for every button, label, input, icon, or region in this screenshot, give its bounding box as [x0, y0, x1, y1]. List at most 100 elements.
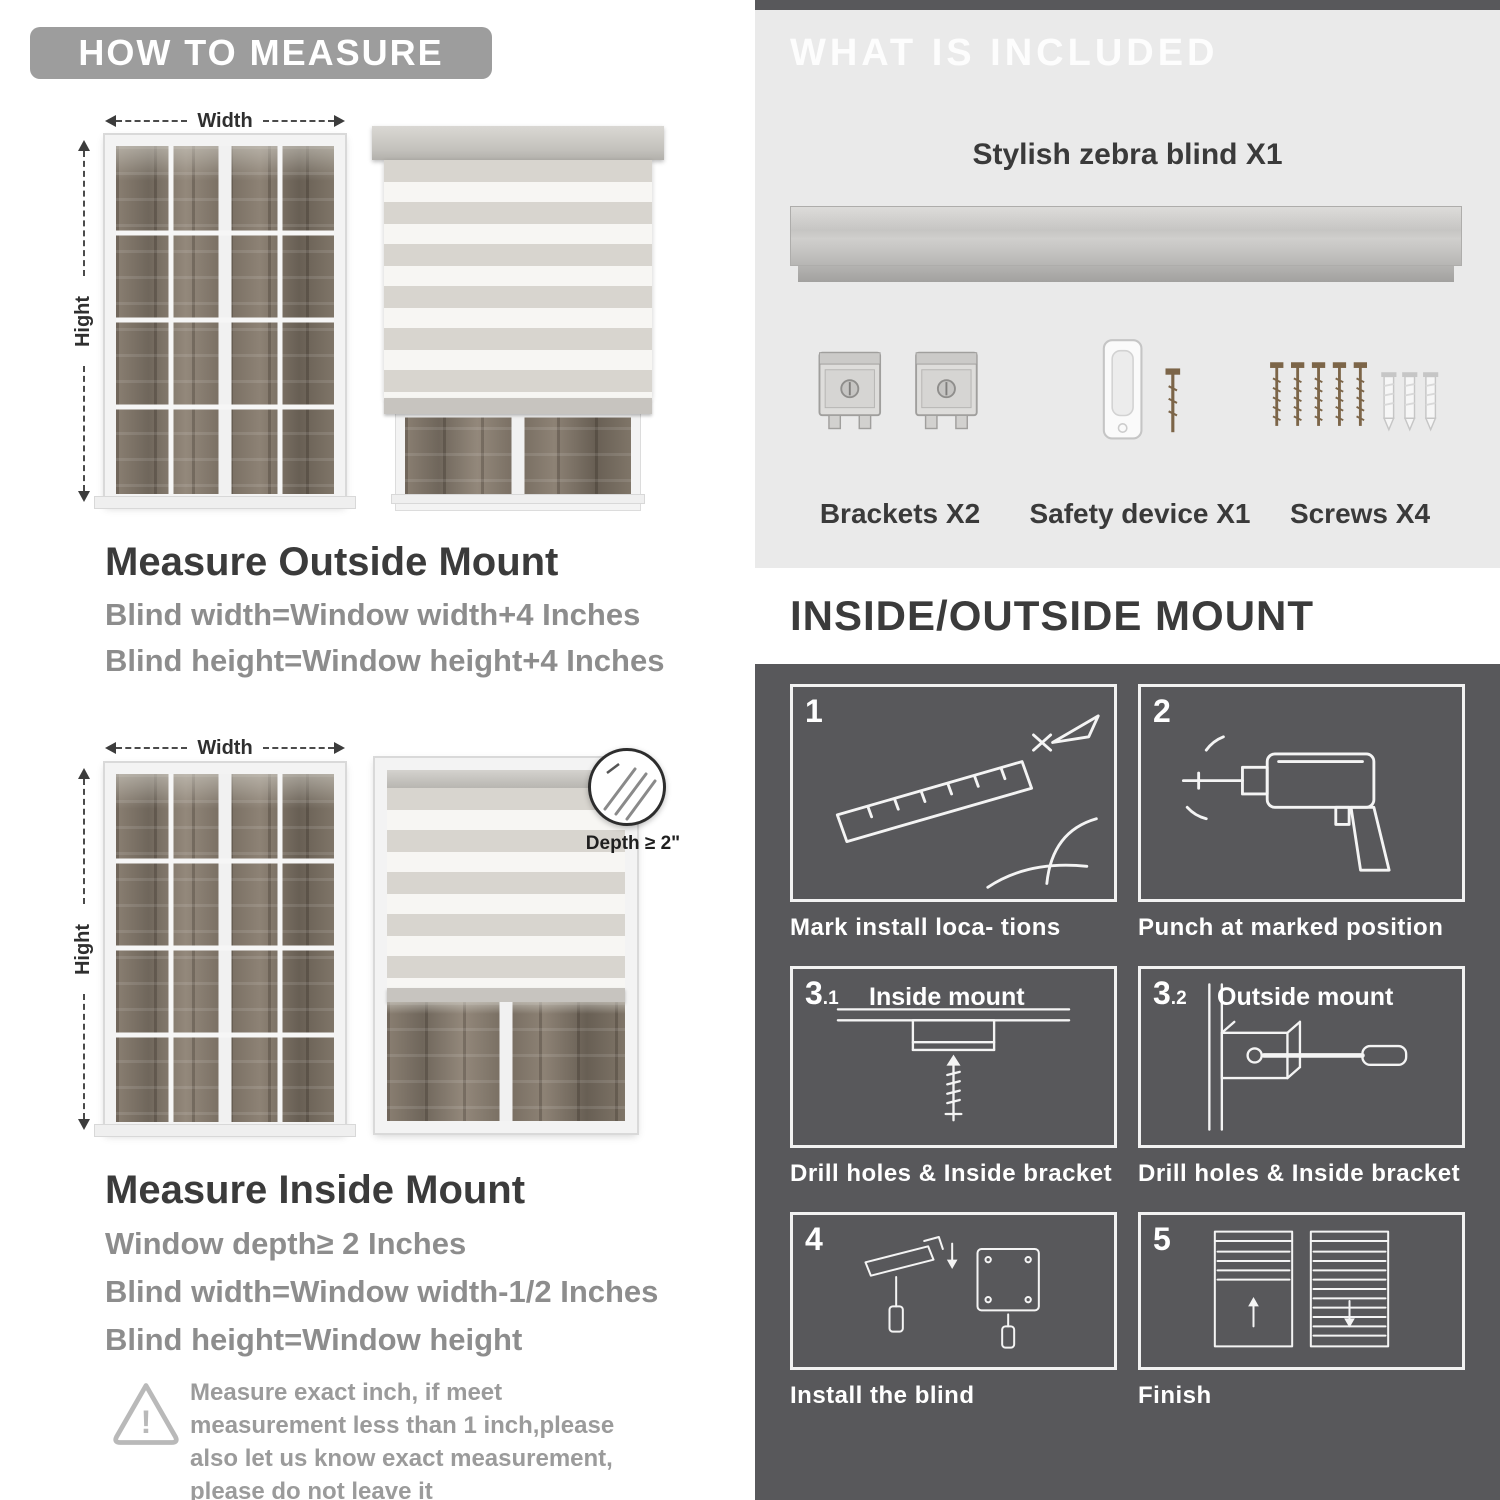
dashed-line	[83, 366, 85, 491]
arrow-head-left-icon	[105, 115, 116, 127]
window-illustration	[94, 761, 356, 1137]
width-label: Width	[197, 736, 253, 759]
warning-mark: !	[141, 1404, 152, 1440]
top-accent-bar	[755, 0, 1500, 10]
headrail-bottom-lip	[798, 266, 1454, 282]
outside-mount-line-1: Blind width=Window width+4 Inches	[105, 597, 641, 632]
height-arrow: Hight	[72, 768, 96, 1130]
step-3-1-box: 3.1 Inside mount	[790, 966, 1117, 1148]
inside-mount-blind-illustration	[373, 756, 639, 1135]
inside-mount-line-1: Window depth≥ 2 Inches	[105, 1226, 467, 1261]
dashed-line	[83, 779, 85, 904]
what-is-included-header: WHAT IS INCLUDED	[790, 32, 1219, 74]
step-1-number: 1	[805, 693, 823, 729]
dashed-line	[83, 994, 85, 1119]
step-4-caption: Install the blind	[790, 1382, 975, 1409]
step-2-illustration	[1181, 735, 1391, 872]
safety-device-label: Safety device X1	[1029, 498, 1251, 529]
window-illustration	[94, 133, 356, 509]
brackets-icon	[818, 351, 978, 430]
step-3-2-box: 3.2 Outside mount	[1138, 966, 1465, 1148]
outside-mount-blind-illustration	[372, 126, 664, 511]
step-1-caption: Mark install loca- tions	[790, 914, 1061, 941]
mount-steps-grid: 1	[790, 684, 1465, 1410]
step-4: 4	[790, 1212, 1117, 1410]
step-4-number: 4	[805, 1221, 823, 1257]
dashed-line	[262, 120, 335, 122]
step-5: 5	[1138, 1212, 1465, 1410]
window-mullion	[499, 1002, 513, 1121]
arrow-head-up-icon	[78, 768, 90, 779]
product-label: Stylish zebra blind X1	[972, 138, 1283, 171]
step-3-2-tag: Outside mount	[1217, 983, 1394, 1011]
height-label: Hight	[72, 923, 95, 975]
step-1: 1	[790, 684, 1117, 942]
step-3-1-caption: Drill holes & Inside bracket	[790, 1160, 1113, 1187]
window-sill	[94, 1124, 356, 1137]
window-muntin	[116, 858, 334, 864]
step-5-number: 5	[1153, 1221, 1171, 1257]
outside-mount-line-2: Blind height=Window height+4 Inches	[105, 643, 665, 678]
window-muntin	[116, 230, 334, 236]
blind-headrail	[387, 770, 625, 788]
arrow-head-right-icon	[334, 742, 346, 754]
warning-icon: !	[113, 1383, 179, 1445]
step-2-box: 2	[1138, 684, 1465, 902]
dashed-line	[116, 120, 188, 122]
window-muntin	[116, 317, 334, 323]
brackets-label: Brackets X2	[819, 498, 981, 529]
step-3-1-tag: Inside mount	[869, 983, 1025, 1011]
outside-mount-title: Measure Outside Mount	[105, 540, 559, 584]
width-arrow: Width	[105, 736, 346, 759]
inside-mount-line-2: Blind width=Window width-1/2 Inches	[105, 1274, 659, 1309]
step-3-1-illustration	[836, 1008, 1071, 1122]
inside-mount-line-3: Blind height=Window height	[105, 1322, 523, 1357]
dashed-line	[262, 747, 335, 749]
step-3-1: 3.1 Inside mount	[790, 966, 1117, 1188]
step-2: 2	[1138, 684, 1465, 942]
arrow-head-up-icon	[78, 140, 90, 151]
step-3-1-number: 3.1	[805, 975, 839, 1011]
step-3-2-caption: Drill holes & Inside bracket	[1138, 1160, 1461, 1187]
zebra-shade	[387, 788, 625, 988]
step-2-number: 2	[1153, 693, 1171, 729]
height-arrow: Hight	[72, 140, 96, 502]
step-3-2: 3.2 Outside mount	[1138, 966, 1465, 1188]
step-1-box: 1	[790, 684, 1117, 902]
arrow-head-right-icon	[334, 115, 346, 127]
window-sill	[94, 496, 356, 509]
dashed-line	[116, 747, 188, 749]
step-4-box: 4	[790, 1212, 1117, 1370]
window-muntin	[405, 412, 631, 418]
step-4-illustration	[864, 1236, 1040, 1349]
screws-label: Screws X4	[1289, 498, 1431, 529]
zebra-shade	[384, 160, 652, 398]
height-label: Hight	[72, 295, 95, 347]
height-label-box: Hight	[58, 904, 109, 994]
blind-bottom-rail	[384, 398, 652, 414]
step-5-caption: Finish	[1138, 1382, 1212, 1409]
arrow-head-down-icon	[78, 1119, 90, 1130]
inside-mount-blind-inner	[387, 770, 625, 1121]
window-photo	[387, 1002, 625, 1121]
height-label-box: Hight	[58, 276, 109, 366]
depth-callout-label: Depth ≥ 2"	[585, 833, 681, 854]
depth-callout-circle	[588, 748, 666, 826]
arrow-head-left-icon	[105, 742, 116, 754]
window-sill	[391, 494, 645, 504]
width-arrow: Width	[105, 110, 346, 132]
step-2-caption: Punch at marked position	[1138, 914, 1444, 941]
blind-headrail	[372, 126, 664, 160]
window-muntin	[116, 945, 334, 951]
warning-text: Measure exact inch, if meet measurement …	[190, 1379, 615, 1500]
arrow-head-down-icon	[78, 491, 90, 502]
dashed-line	[83, 151, 85, 276]
mount-header-strip: INSIDE/OUTSIDE MOUNT	[755, 568, 1500, 664]
headrail-illustration	[790, 206, 1462, 266]
step-1-illustration	[835, 714, 1100, 889]
inside-mount-title: Measure Inside Mount	[105, 1168, 526, 1212]
screws-icon	[1265, 348, 1450, 443]
step-3-2-number: 3.2	[1153, 975, 1187, 1011]
how-to-measure-header: HOW TO MEASURE	[30, 27, 492, 79]
